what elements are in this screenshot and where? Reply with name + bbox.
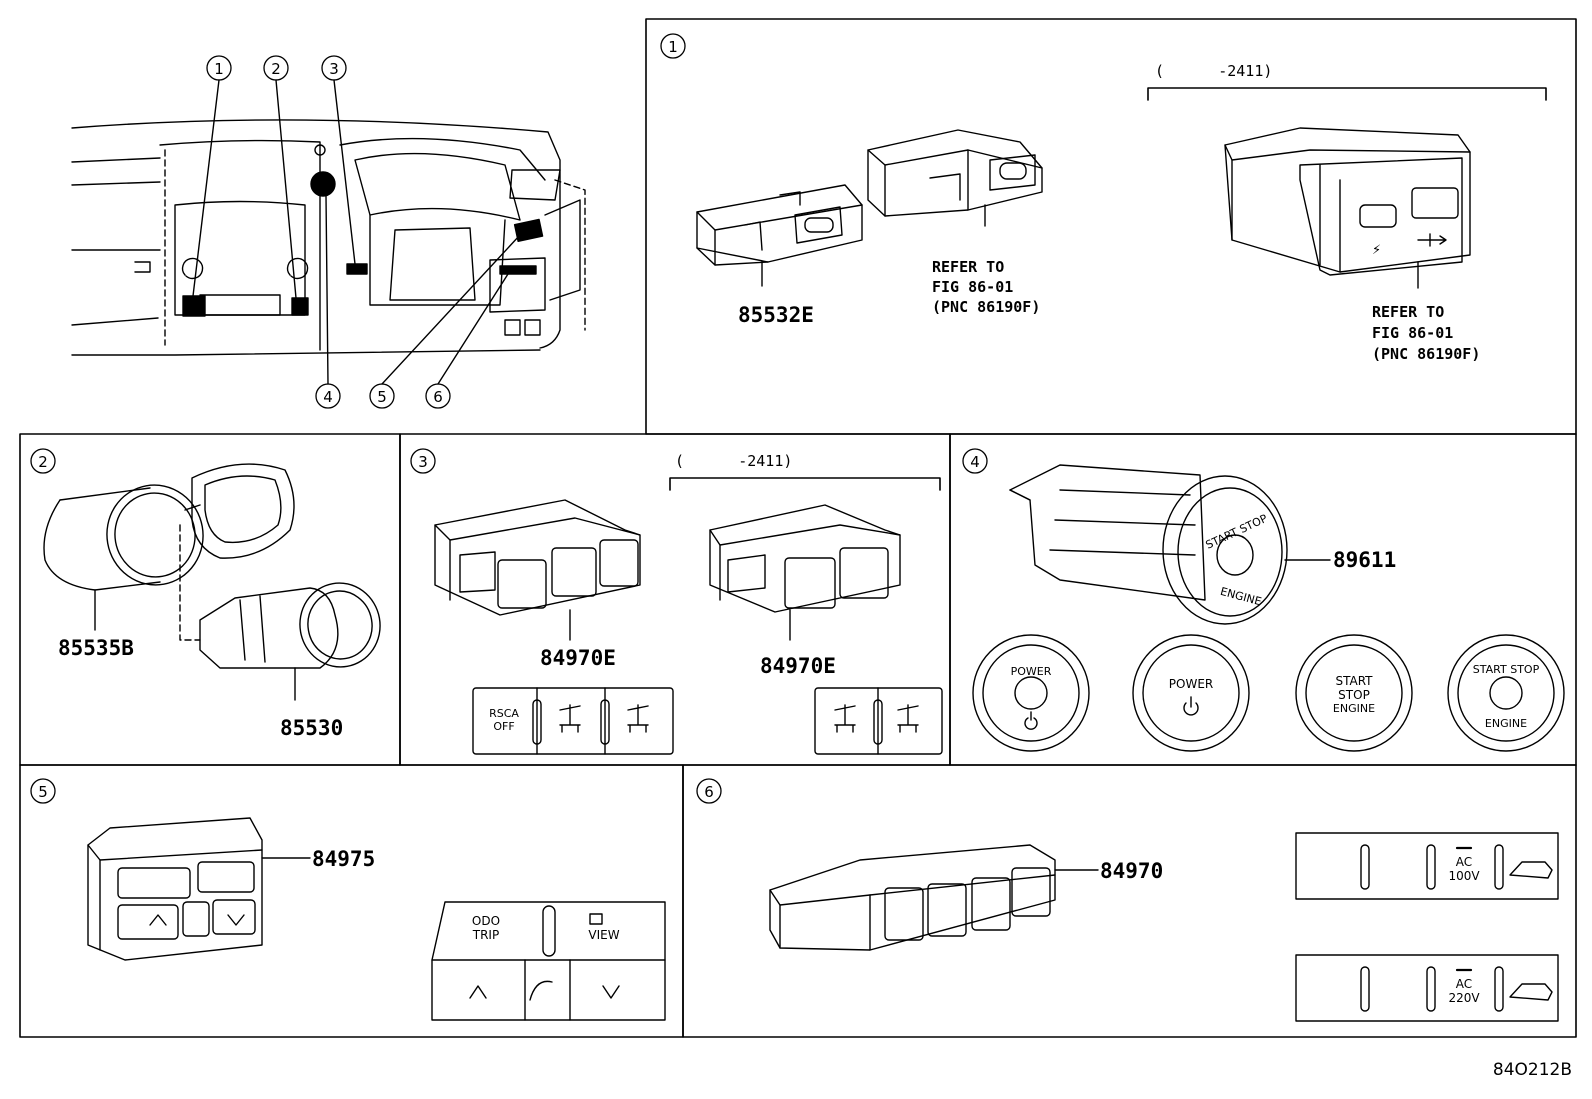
button-4-label-top: START STOP (1473, 663, 1540, 676)
view-label: VIEW (588, 928, 619, 942)
panel-4-number: 4 (970, 453, 980, 471)
panel-2-number: 2 (38, 453, 48, 471)
overview-callout-3: 3 (329, 60, 339, 78)
part-number-85532e: 85532E (738, 303, 814, 327)
svg-text:⚡: ⚡ (1372, 243, 1381, 258)
ac-220v-line-1: AC (1456, 977, 1472, 991)
ref-right-line-1: REFER TO (1372, 303, 1444, 321)
part-number-89611: 89611 (1333, 548, 1396, 572)
switch-face-220v (1295, 954, 1559, 1022)
overview-callout-2: 2 (271, 60, 281, 78)
panel-3: 3 ( -2411) 84970E 84970E (410, 448, 943, 755)
part-number-85535b: 85535B (58, 636, 134, 660)
overview-callout-4: 4 (323, 388, 333, 406)
panel-3-number: 3 (418, 453, 428, 471)
rsca-label-line-2: OFF (493, 720, 514, 733)
socket-85530 (199, 582, 381, 701)
part-number-84970e-left: 84970E (540, 646, 616, 670)
button-2-label: POWER (1169, 677, 1213, 691)
ref-mid-line-2: FIG 86-01 (932, 278, 1013, 296)
panel-1-bracket-label: ( -2411) (1155, 62, 1272, 80)
odo-label-line-1: ODO (472, 914, 500, 928)
panel-2: 2 85535B 85530 (30, 448, 381, 740)
panel-5: 5 84975 ODO TRIP (30, 778, 666, 1021)
part-number-84970: 84970 (1100, 859, 1163, 883)
ref-mid-line-3: (PNC 86190F) (932, 298, 1040, 316)
panel-4: 4 START STOP ENGINE 89611 POWER POWER (962, 448, 1565, 752)
engine-switch-bottom-text: ENGINE (1219, 585, 1263, 608)
panel-6: 6 84970 AC 100V (696, 778, 1559, 1022)
part-number-84975: 84975 (312, 847, 375, 871)
panel-5-number: 5 (38, 783, 48, 801)
button-3-label-top: START (1335, 674, 1373, 688)
switch-84970e-right (709, 504, 901, 641)
panel-1: 1 ( -2411) 85532E (660, 33, 1547, 363)
odo-label-line-2: TRIP (472, 928, 499, 942)
overview-callout-1: 1 (214, 60, 224, 78)
button-1-label: POWER (1011, 665, 1052, 678)
meter-switch-84975 (87, 817, 311, 961)
part-number-85530: 85530 (280, 716, 343, 740)
part-number-84970e-right: 84970E (760, 654, 836, 678)
button-faces (972, 634, 1565, 752)
panel-3-bracket-label: ( -2411) (675, 452, 792, 470)
switch-face-100v (1295, 832, 1559, 900)
socket-85535b (43, 463, 295, 641)
panel-frames (19, 18, 1577, 1038)
meter-switch-face (431, 901, 666, 1021)
button-3-label-mid: STOP (1338, 688, 1370, 702)
ac-220v-line-2: 220V (1448, 991, 1480, 1005)
switch-face-rsca (472, 687, 674, 755)
usb-port-85532e (696, 184, 863, 287)
rsca-label-line-1: RSCA (489, 707, 519, 720)
usb-charger-refer-right: ⚡ (1224, 127, 1471, 289)
ref-right-line-2: FIG 86-01 (1372, 324, 1453, 342)
switch-84970 (769, 844, 1099, 951)
panel-1-number: 1 (668, 38, 678, 56)
panel-6-number: 6 (704, 783, 714, 801)
switch-84970e-left (434, 499, 641, 641)
ac-100v-line-2: 100V (1448, 869, 1480, 883)
engine-switch-top-text: START STOP (1204, 512, 1270, 552)
overview-callout-5: 5 (377, 388, 387, 406)
button-4-label-bottom: ENGINE (1485, 717, 1527, 730)
switch-face-4wd (814, 687, 943, 755)
button-3-label-bottom: ENGINE (1333, 702, 1375, 715)
overview-callouts (206, 55, 451, 409)
figure-code: 84O212B (1493, 1060, 1572, 1080)
ref-mid-line-1: REFER TO (932, 258, 1004, 276)
engine-switch-89611 (1009, 464, 1331, 625)
ref-right-line-3: (PNC 86190F) (1372, 345, 1480, 363)
dashboard-overview (71, 79, 586, 385)
overview-callout-6: 6 (433, 388, 443, 406)
usb-port-refer-mid (867, 129, 1043, 227)
ac-100v-line-1: AC (1456, 855, 1472, 869)
